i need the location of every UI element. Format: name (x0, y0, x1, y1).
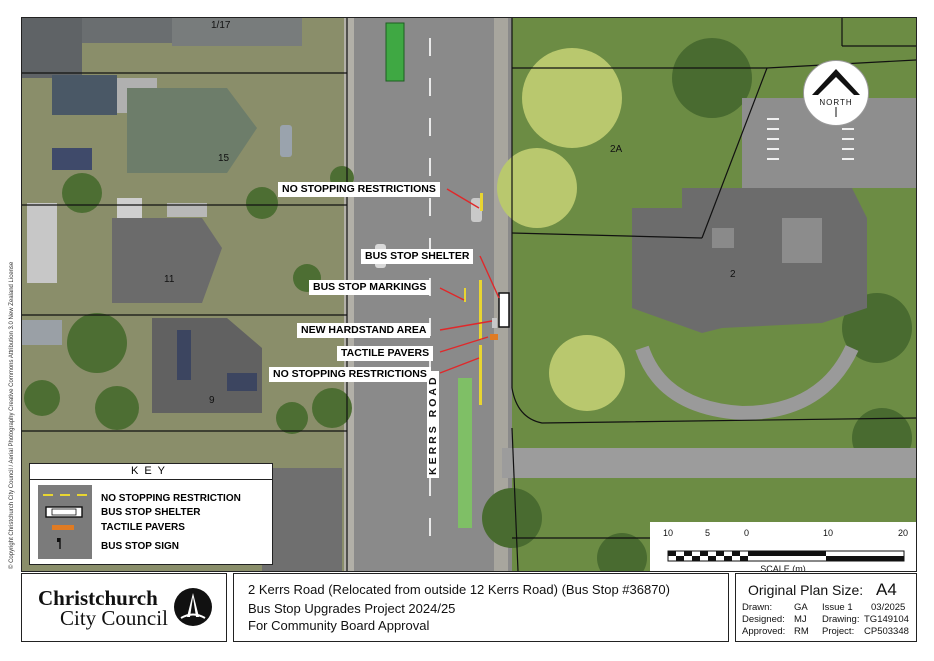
plan-project: Bus Stop Upgrades Project 2024/25 (248, 601, 456, 616)
address-9: 9 (209, 395, 215, 406)
scale-bar-graphic (667, 550, 905, 562)
issue-date: 03/2025 (871, 602, 906, 613)
designed-value: MJ (794, 614, 807, 625)
approved-value: RM (794, 626, 809, 637)
north-label: NORTH (819, 98, 853, 107)
issue-label: Issue 1 (822, 602, 853, 613)
scale-caption: SCALE (m) (760, 564, 806, 572)
council-logo-icon (174, 588, 212, 626)
address-15: 15 (218, 153, 230, 164)
scale-tick-10-left: 10 (663, 528, 674, 538)
tactile-pavers-symbol (52, 525, 74, 530)
org-name-line1: Christchurch (38, 586, 158, 610)
callout-new-hardstand: NEW HARDSTAND AREA (297, 323, 431, 338)
address-11: 11 (164, 274, 175, 285)
key-symbols (43, 494, 87, 549)
key-item-bus-sign: BUS STOP SIGN (101, 541, 179, 552)
project-value: CP503348 (864, 626, 909, 637)
key-swatch-panel (38, 485, 92, 559)
plan-title: 2 Kerrs Road (Relocated from outside 12 … (248, 582, 670, 597)
plan-purpose: For Community Board Approval (248, 618, 430, 633)
org-name-line2: City Council (60, 606, 168, 630)
address-2a: 2A (610, 144, 623, 155)
project-label: Project: (822, 626, 855, 637)
scale-bar: 10 5 0 10 20 SCALE (m) (650, 522, 916, 572)
scale-tick-20: 20 (898, 528, 909, 538)
approved-label: Approved: (742, 626, 786, 637)
drawn-label: Drawn: (742, 602, 773, 613)
drawn-value: GA (794, 602, 808, 613)
north-arrow-icon (812, 69, 860, 117)
north-arrow: NORTH (803, 60, 869, 126)
key-item-bus-shelter: BUS STOP SHELTER (101, 507, 201, 518)
bus-stop-sign-icon (57, 538, 61, 549)
drawing-value: TG149104 (864, 614, 909, 625)
callout-no-stopping-bottom: NO STOPPING RESTRICTIONS (269, 367, 431, 382)
cycle-lane (458, 378, 472, 528)
key-title: KEY (30, 464, 272, 480)
road-name-label: KERRS ROAD (427, 371, 439, 478)
bus-shelter (498, 292, 510, 328)
callout-no-stopping-top: NO STOPPING RESTRICTIONS (278, 182, 440, 197)
bus-shelter-symbol (45, 506, 83, 518)
key-item-no-stopping: NO STOPPING RESTRICTION (101, 493, 241, 504)
designed-label: Designed: (742, 614, 785, 625)
council-logo-box: Christchurch City Council (21, 573, 227, 642)
map-key: KEY NO STOPPING RESTRICTION BUS STOP SHE… (29, 463, 273, 565)
plan-size-value: A4 (876, 580, 897, 599)
drawing-label: Drawing: (822, 614, 860, 625)
no-stopping-symbol (43, 494, 87, 496)
key-item-tactile: TACTILE PAVERS (101, 522, 185, 533)
building-2 (632, 188, 867, 333)
address-1-17: 1/17 (211, 20, 231, 31)
scale-tick-10-right: 10 (823, 528, 834, 538)
tactile-pavers (490, 334, 498, 340)
plan-info-block: Original Plan Size: A4 Drawn: GA Designe… (735, 573, 917, 642)
plan-size-label: Original Plan Size: (748, 582, 864, 598)
copyright-notice: © Copyright Christchurch City Council / … (9, 261, 15, 569)
scale-tick-0: 0 (744, 528, 750, 538)
callout-bus-stop-shelter: BUS STOP SHELTER (361, 249, 474, 264)
callout-tactile-pavers: TACTILE PAVERS (337, 346, 434, 361)
address-2: 2 (730, 269, 736, 280)
scale-tick-5: 5 (705, 528, 711, 538)
callout-bus-stop-markings: BUS STOP MARKINGS (309, 280, 431, 295)
bus (385, 22, 405, 82)
title-block: 2 Kerrs Road (Relocated from outside 12 … (233, 573, 729, 642)
